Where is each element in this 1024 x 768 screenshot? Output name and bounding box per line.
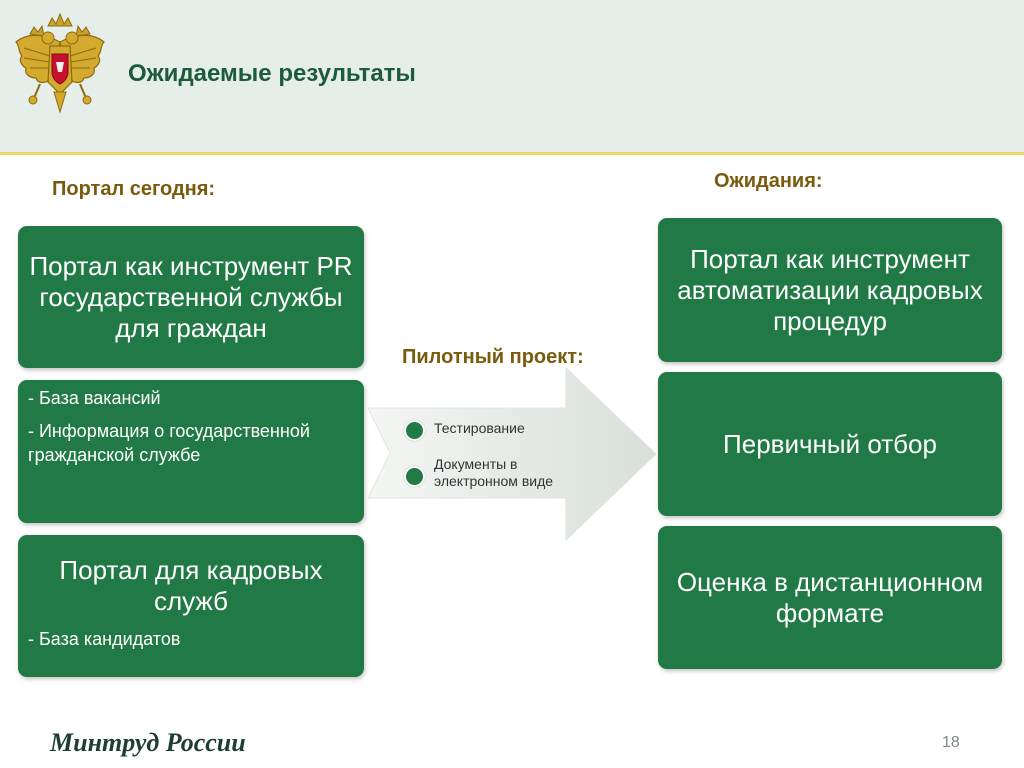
left-box-candidates-line: - База кандидатов	[28, 629, 181, 649]
page-title: Ожидаемые результаты	[128, 60, 416, 87]
right-box-remote-assessment: Оценка в дистанционном формате	[658, 526, 1002, 669]
left-box-vacancies-line: - База вакансий	[28, 388, 161, 408]
label-expectations: Ожидания:	[714, 170, 823, 192]
bullet-testing-icon	[404, 420, 425, 441]
bullet-documents-icon	[404, 466, 425, 487]
left-box-pr-tool: Портал как инструмент PR государственной…	[18, 226, 364, 368]
left-box-hr-services-title: Портал для кадровых служб	[59, 555, 323, 616]
header-band	[0, 0, 1024, 152]
left-box-info-line: - Информация о государственной гражданск…	[28, 421, 310, 465]
footer-brand: Минтруд России	[50, 728, 246, 757]
label-portal-today: Портал сегодня:	[52, 178, 216, 200]
page-number: 18	[942, 734, 960, 751]
pilot-arrow: Тестирование Документы в электронном вид…	[367, 366, 658, 544]
coat-of-arms-icon	[15, 12, 105, 114]
left-box-vacancies: - База вакансий - Информация о государст…	[18, 380, 364, 523]
pilot-item-documents: Документы в электронном виде	[434, 456, 554, 489]
label-pilot-project: Пилотный проект:	[402, 346, 584, 368]
pilot-arrow-shape	[367, 366, 657, 542]
right-box-automation-title: Портал как инструмент автоматизации кадр…	[677, 244, 983, 336]
right-box-automation: Портал как инструмент автоматизации кадр…	[658, 218, 1002, 362]
pilot-item-testing: Тестирование	[434, 420, 525, 436]
left-box-hr-services: Портал для кадровых служб - База кандида…	[18, 535, 364, 677]
left-box-pr-tool-title: Портал как инструмент PR государственной…	[29, 250, 353, 343]
right-box-primary-selection: Первичный отбор	[658, 372, 1002, 516]
right-box-remote-assessment-title: Оценка в дистанционном формате	[676, 566, 984, 628]
right-box-primary-selection-title: Первичный отбор	[723, 428, 937, 459]
header-divider	[0, 152, 1024, 155]
